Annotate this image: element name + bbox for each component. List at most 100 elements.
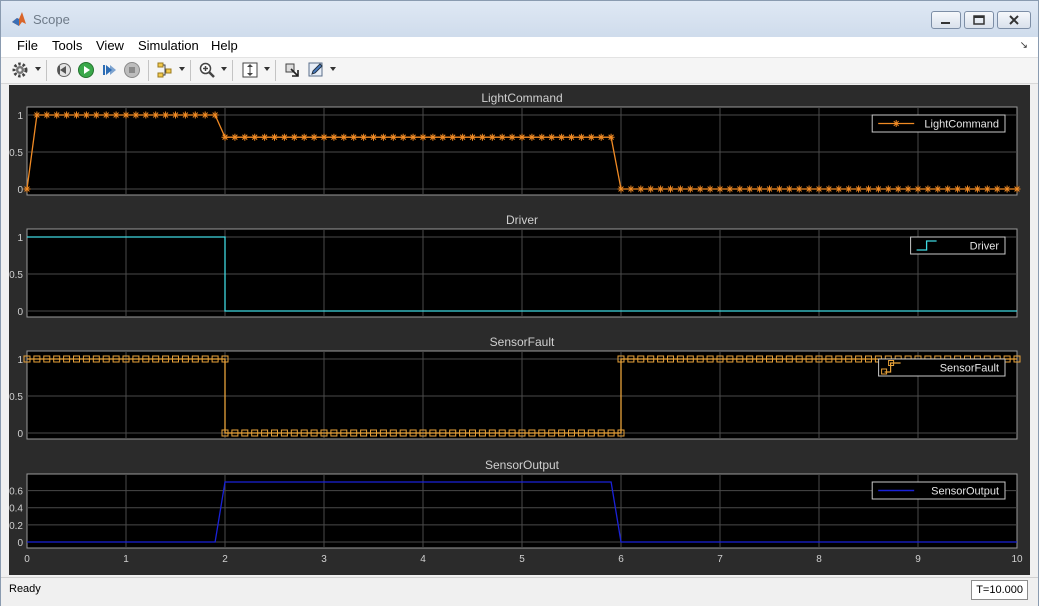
y-tick-label: 0.6 — [9, 487, 23, 498]
data-marker — [271, 133, 278, 141]
title-bar[interactable]: Scope — [1, 1, 1038, 37]
step-forward-button[interactable] — [100, 61, 118, 79]
scale-axes-icon — [242, 62, 258, 78]
data-marker — [92, 111, 100, 119]
data-marker — [241, 133, 249, 141]
data-marker — [241, 429, 249, 437]
data-marker — [231, 429, 239, 437]
data-marker — [419, 429, 427, 437]
data-marker — [221, 133, 229, 141]
x-tick-label: 9 — [915, 554, 921, 565]
stop-icon — [124, 62, 140, 78]
data-marker — [894, 185, 902, 193]
data-marker — [637, 355, 645, 363]
y-tick-label: 0.5 — [9, 392, 23, 403]
data-marker — [518, 133, 526, 141]
scale-axes-button[interactable] — [241, 61, 259, 79]
data-marker — [360, 133, 368, 141]
data-marker — [132, 111, 140, 119]
data-marker — [320, 429, 328, 437]
data-marker — [508, 133, 516, 141]
plot-title: SensorFault — [490, 335, 555, 349]
signal-hierarchy-icon — [157, 62, 172, 78]
data-marker — [53, 111, 61, 119]
zoom-dropdown-arrow[interactable] — [221, 67, 227, 71]
data-marker — [647, 355, 655, 363]
stop-button[interactable] — [123, 61, 141, 79]
data-marker — [865, 355, 872, 363]
undock-arrow-icon[interactable]: ↘ — [1019, 40, 1028, 51]
settings-button[interactable] — [11, 61, 29, 79]
data-marker — [785, 355, 793, 363]
data-marker — [587, 429, 595, 437]
data-marker — [568, 133, 575, 141]
legend-label: Driver — [970, 241, 1000, 253]
data-marker — [399, 133, 407, 141]
minimize-icon — [941, 22, 950, 24]
legend-marker — [892, 120, 900, 127]
data-marker — [914, 185, 922, 193]
maximize-button[interactable] — [964, 11, 994, 29]
data-marker — [647, 185, 655, 193]
data-marker — [1003, 185, 1011, 193]
data-marker — [855, 185, 863, 193]
data-marker — [954, 185, 962, 193]
data-marker — [766, 355, 773, 363]
menu-view[interactable]: View — [96, 38, 124, 53]
menu-tools[interactable]: Tools — [52, 38, 83, 53]
data-marker — [469, 133, 476, 141]
run-button[interactable] — [77, 61, 95, 79]
style-button[interactable] — [307, 61, 325, 79]
menu-help[interactable]: Help — [211, 38, 238, 53]
menu-file[interactable]: File — [17, 38, 38, 53]
legend-line — [916, 240, 937, 251]
data-marker — [429, 429, 437, 437]
legend: Driver — [910, 236, 1006, 255]
x-tick-label: 6 — [618, 554, 624, 565]
scale-axes-dropdown-arrow[interactable] — [264, 67, 270, 71]
data-marker — [983, 185, 991, 193]
data-marker — [162, 111, 170, 119]
data-marker — [538, 429, 546, 437]
signal-selector-button[interactable] — [156, 61, 174, 79]
data-marker — [686, 355, 694, 363]
toolbar-separator — [190, 60, 191, 81]
data-marker — [172, 111, 179, 119]
data-marker — [132, 355, 140, 363]
data-marker — [43, 111, 51, 119]
data-marker — [558, 133, 566, 141]
settings-dropdown-arrow[interactable] — [35, 67, 41, 71]
minimize-button[interactable] — [931, 11, 961, 29]
highlight-block-button[interactable] — [283, 61, 301, 79]
x-tick-label: 0 — [24, 554, 30, 565]
toolbar-separator — [232, 60, 233, 81]
data-marker — [795, 185, 803, 193]
zoom-button[interactable] — [198, 61, 216, 79]
data-marker — [676, 355, 684, 363]
legend-label: SensorFault — [940, 363, 999, 375]
data-marker — [112, 355, 120, 363]
data-marker — [706, 185, 714, 193]
step-back-button[interactable] — [54, 61, 72, 79]
data-marker — [825, 185, 833, 193]
data-marker — [330, 429, 338, 437]
data-marker — [92, 355, 100, 363]
signal-selector-dropdown-arrow[interactable] — [179, 67, 185, 71]
data-marker — [488, 133, 496, 141]
data-marker — [716, 185, 724, 193]
data-marker — [607, 133, 615, 141]
data-marker — [290, 429, 298, 437]
toolbar-separator — [46, 60, 47, 81]
style-dropdown-arrow[interactable] — [330, 67, 336, 71]
menu-simulation[interactable]: Simulation — [138, 38, 199, 53]
data-marker — [370, 133, 377, 141]
data-marker — [558, 429, 566, 437]
close-button[interactable] — [997, 11, 1031, 29]
data-marker — [330, 133, 338, 141]
data-marker — [231, 133, 239, 141]
data-marker — [597, 429, 605, 437]
y-tick-label: 0.5 — [9, 270, 23, 281]
